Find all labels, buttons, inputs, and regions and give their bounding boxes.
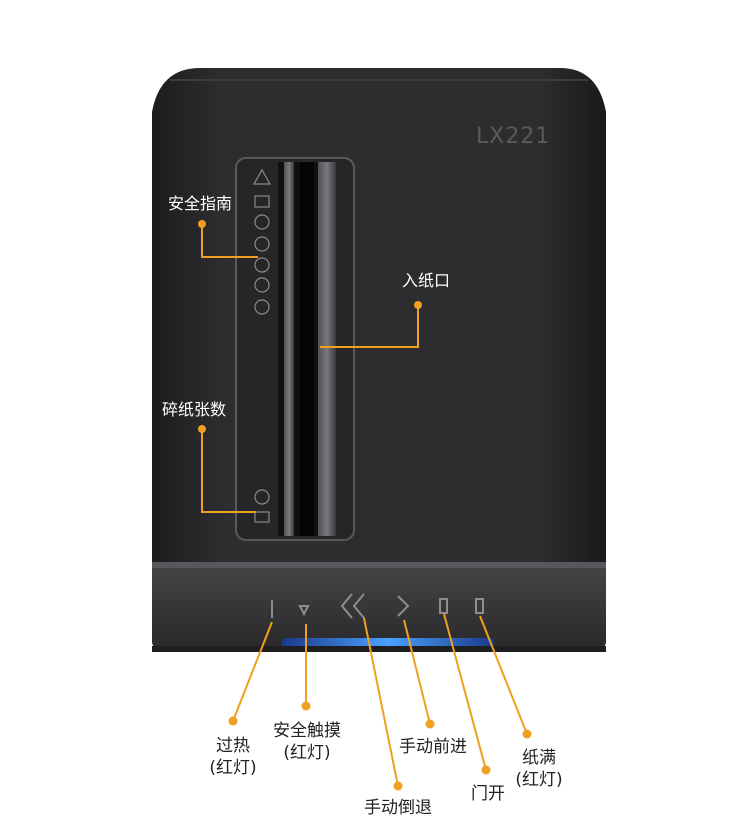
label-door-open: 门开	[471, 784, 505, 804]
overheat-title: 过热	[216, 736, 250, 756]
label-paper-full: 纸满 (红灯)	[508, 747, 570, 791]
callout-lines	[198, 220, 532, 791]
safety-touch-indicator	[298, 605, 310, 617]
label-paper-inlet: 入纸口	[402, 271, 451, 290]
label-sheet-count: 碎纸张数	[162, 400, 227, 419]
safety-touch-sub: (红灯)	[283, 743, 331, 763]
control-icons	[271, 593, 484, 619]
chevron-right-icon	[397, 595, 410, 617]
paper-full-title: 纸满	[522, 748, 556, 768]
safety-touch-title: 安全触摸	[273, 721, 341, 741]
label-manual-forward: 手动前进	[399, 737, 467, 757]
paper-full-indicator	[475, 598, 484, 614]
control-panel-base	[152, 562, 606, 648]
overheat-sub: (红灯)	[209, 758, 257, 778]
label-overheat: 过热 (红灯)	[204, 735, 262, 779]
safety-icons	[252, 168, 272, 523]
double-chevron-left-icon	[340, 593, 365, 619]
paper-full-sub: (红灯)	[515, 770, 563, 790]
model-label: LX221	[476, 124, 551, 149]
door-open-indicator	[439, 598, 448, 614]
label-safety-guide: 安全指南	[168, 194, 233, 213]
label-manual-reverse: 手动倒退	[364, 798, 432, 818]
label-safety-touch: 安全触摸 (红灯)	[266, 720, 348, 764]
